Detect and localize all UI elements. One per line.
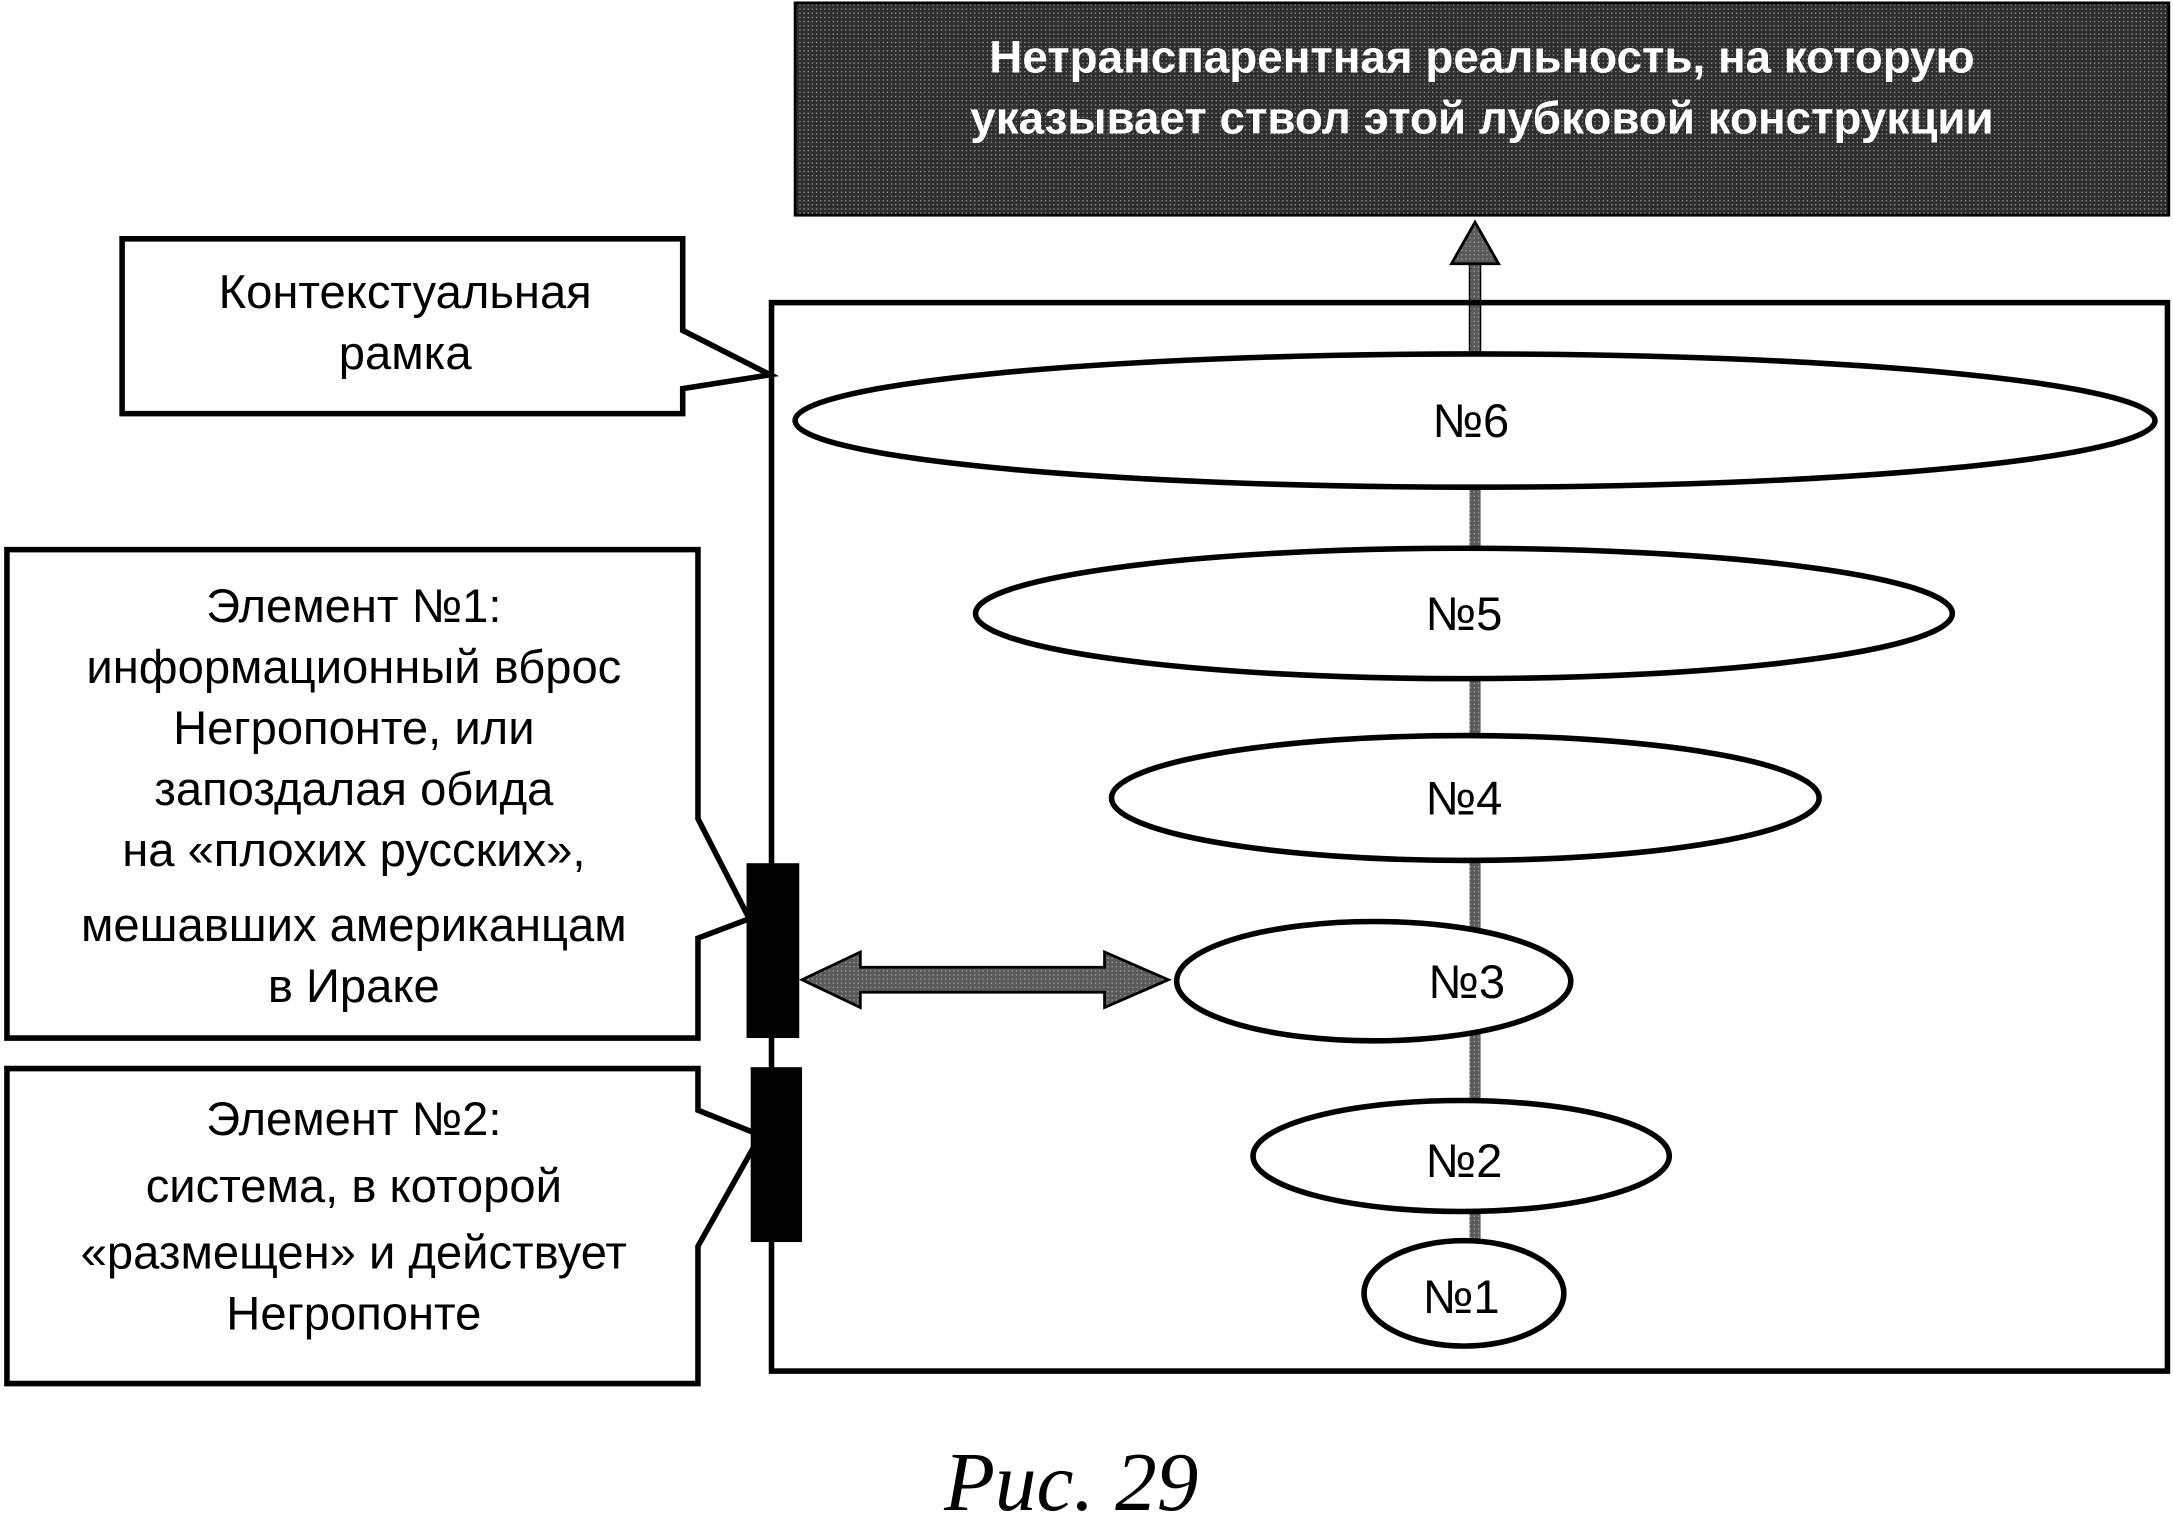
element2-callout: Элемент №2: система, в которой «размещен… xyxy=(4,1065,765,1387)
header-line-2: указывает ствол этой лубковой конструкци… xyxy=(970,92,1993,143)
ellipse-4: №4 xyxy=(1108,732,1822,864)
element1-line-4: запоздалая обида xyxy=(154,762,554,815)
double-arrow xyxy=(798,949,1172,1010)
header-box: Нетранспарентная реальность, на которую … xyxy=(793,1,2171,217)
element2-line-4: Негропонте xyxy=(226,1286,481,1339)
element1-line-3: Негропонте, или xyxy=(173,701,534,754)
context-frame xyxy=(768,299,2171,1374)
ellipse-4-label: №4 xyxy=(1426,772,1503,825)
element1-line-1: Элемент №1: xyxy=(206,579,501,632)
ellipse-1: №1 xyxy=(1361,1237,1567,1349)
ellipse-5-label: №5 xyxy=(1426,587,1503,640)
element1-marker xyxy=(746,863,800,1039)
element1-line-6: мешавших американцам xyxy=(81,898,627,951)
ellipse-2: №2 xyxy=(1250,1097,1673,1215)
element1-line-2: информационный вброс xyxy=(86,640,621,693)
element2-line-1: Элемент №2: xyxy=(206,1092,501,1145)
ellipse-5: №5 xyxy=(972,545,1956,682)
element1-callout: Элемент №1: информационный вброс Негропо… xyxy=(4,546,754,1041)
element2-marker xyxy=(750,1067,803,1243)
ellipse-3-label: №3 xyxy=(1428,955,1505,1008)
context-line-1: Контекстуальная xyxy=(219,265,592,318)
element1-line-5: на «плохих русских», xyxy=(122,823,585,876)
ellipse-6: №6 xyxy=(792,351,2158,490)
ellipse-6-label: №6 xyxy=(1432,394,1509,447)
figure-caption: Рис. 29 xyxy=(943,1437,1198,1528)
header-line-1: Нетранспарентная реальность, на которую xyxy=(989,31,1974,82)
ellipse-3: №3 xyxy=(1173,918,1574,1044)
context-line-2: рамка xyxy=(339,326,473,379)
ellipse-2-label: №2 xyxy=(1426,1134,1503,1187)
context-callout: Контекстуальная рамка xyxy=(119,236,780,417)
element1-line-7: в Ираке xyxy=(268,959,440,1012)
element2-line-3: «размещен» и действует xyxy=(81,1225,627,1278)
ellipse-1-label: №1 xyxy=(1423,1270,1500,1323)
element2-line-2: система, в которой xyxy=(146,1159,562,1212)
